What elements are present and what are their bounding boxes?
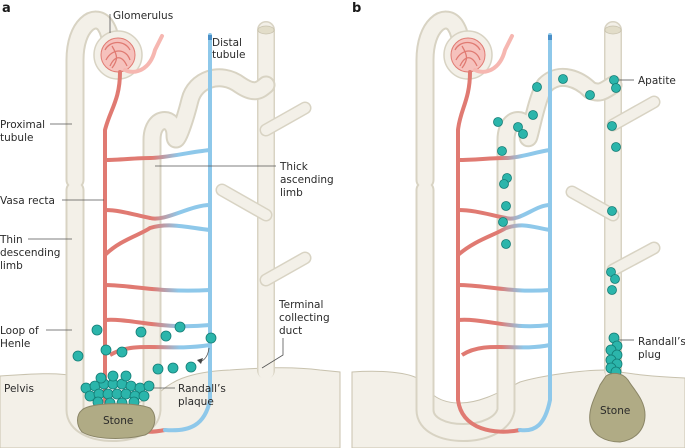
svg-text:ascending: ascending xyxy=(280,174,334,186)
label-loop-of-henle: Loop of xyxy=(0,325,39,337)
label-randalls-plaque: Randall’s xyxy=(178,383,226,395)
panel-b: b xyxy=(351,1,685,448)
svg-text:plaque: plaque xyxy=(178,396,214,408)
renal-pelvis xyxy=(0,367,341,448)
panel-a: a xyxy=(0,1,341,448)
svg-text:tubule: tubule xyxy=(212,49,245,61)
label-pelvis: Pelvis xyxy=(4,383,34,395)
stone-a xyxy=(77,403,156,439)
label-proximal-tubule: Proximal xyxy=(0,119,45,131)
label-glomerulus: Glomerulus xyxy=(113,10,173,22)
label-thick-ascending-limb: Thick xyxy=(279,161,309,173)
label-apatite: Apatite xyxy=(638,75,676,87)
apatite-crystals-b xyxy=(493,74,621,295)
label-randalls-plug: Randall’s xyxy=(638,336,685,348)
label-stone-a: Stone xyxy=(103,415,133,427)
crystals-interstitium xyxy=(72,321,217,375)
label-vasa-recta: Vasa recta xyxy=(0,195,55,207)
panel-label-b: b xyxy=(352,1,361,16)
label-terminal-collecting-duct: Terminal xyxy=(278,299,323,311)
stone-b xyxy=(589,372,646,443)
randalls-plug xyxy=(605,332,623,378)
svg-text:plug: plug xyxy=(638,349,661,361)
svg-text:collecting: collecting xyxy=(279,312,330,324)
glomerulus-capillaries-b xyxy=(450,34,514,74)
svg-text:Henle: Henle xyxy=(0,338,30,350)
svg-text:descending: descending xyxy=(0,247,60,259)
label-stone-b: Stone xyxy=(600,405,630,417)
label-thin-descending-limb: Thin xyxy=(0,234,23,246)
svg-text:limb: limb xyxy=(0,260,23,272)
vasa-recta-b xyxy=(456,33,552,434)
svg-text:duct: duct xyxy=(279,325,302,337)
svg-text:limb: limb xyxy=(280,187,303,199)
svg-text:tubule: tubule xyxy=(0,132,33,144)
label-distal-tubule: Distal xyxy=(212,37,242,49)
panel-label-a: a xyxy=(2,1,11,16)
